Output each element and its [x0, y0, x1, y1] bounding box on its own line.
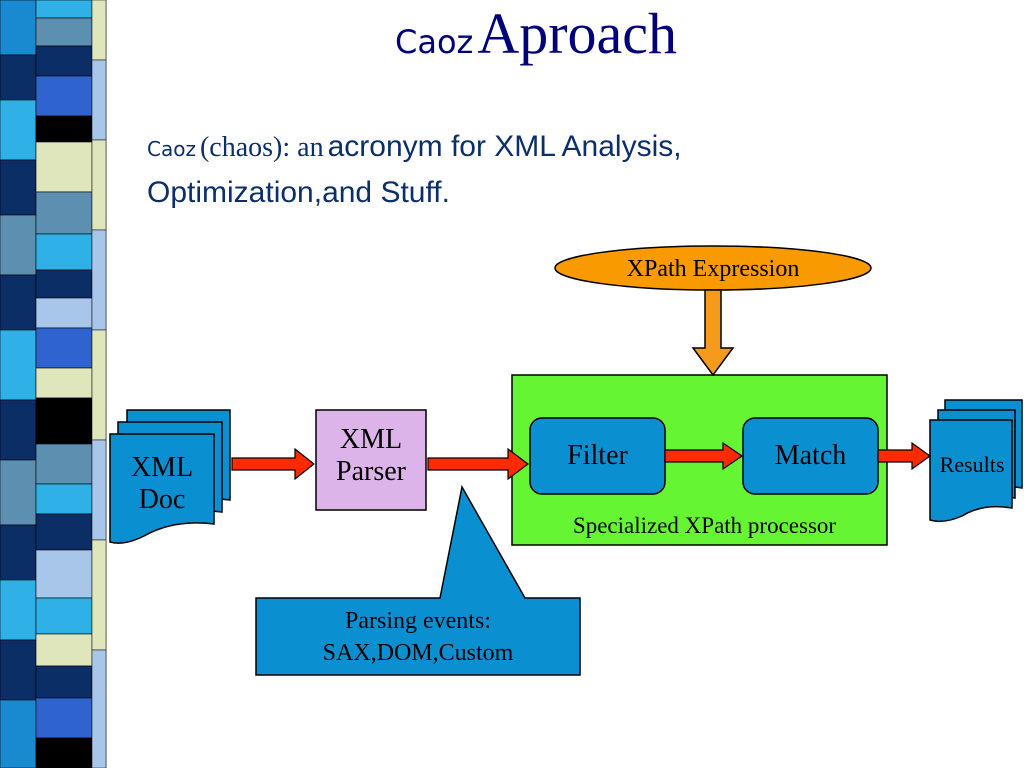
callout-label-line1: Parsing events:: [345, 608, 491, 634]
subtitle-definition-1: acronym for XML Analysis,: [327, 130, 682, 163]
title-prefix: Caoz: [395, 23, 474, 61]
xml-parser-label-line2: Parser: [336, 456, 406, 487]
slide-title: Caoz Aproach: [395, 0, 795, 70]
arrow-parser-to-processor: [427, 447, 529, 481]
subtitle-definition-2: Optimization,and Stuff.: [147, 176, 450, 209]
results-doc-shape: [929, 399, 1023, 523]
subtitle-pronunciation: (chaos): an: [199, 132, 324, 163]
title-main: Aproach: [477, 1, 678, 66]
slide-subtitle: Caoz (chaos): an acronym for XML Analysi…: [147, 130, 867, 210]
arrow-filter-to-match: [664, 441, 744, 471]
subtitle-line-1: Caoz (chaos): an acronym for XML Analysi…: [147, 130, 867, 176]
subtitle-term: Caoz: [147, 137, 196, 161]
xpath-expression-label: XPath Expression: [626, 256, 800, 282]
processor-label: Specialized XPath processor: [572, 513, 837, 538]
callout-label: Parsing events: SAX,DOM,Custom: [256, 605, 580, 669]
xml-parser-label-line1: XML: [339, 424, 403, 455]
xml-parser-box: [315, 409, 427, 511]
xml-doc-label: XML Doc: [110, 452, 214, 516]
xml-doc-label-line1: XML: [130, 452, 194, 483]
parsing-events-callout: [255, 484, 581, 676]
match-label: Match: [774, 440, 847, 471]
callout-label-line2: SAX,DOM,Custom: [322, 640, 514, 666]
xml-doc-label-line2: Doc: [138, 484, 186, 515]
results-label: Results: [939, 452, 1005, 477]
arrow-doc-to-parser: [231, 447, 315, 481]
arrow-match-to-results: [877, 441, 932, 471]
xml-doc-shape: [109, 409, 231, 544]
xpath-down-arrow: [691, 289, 735, 377]
xml-parser-label: XML Parser: [316, 424, 426, 488]
filter-label: Filter: [567, 440, 628, 471]
decorative-stripe: [0, 0, 120, 768]
